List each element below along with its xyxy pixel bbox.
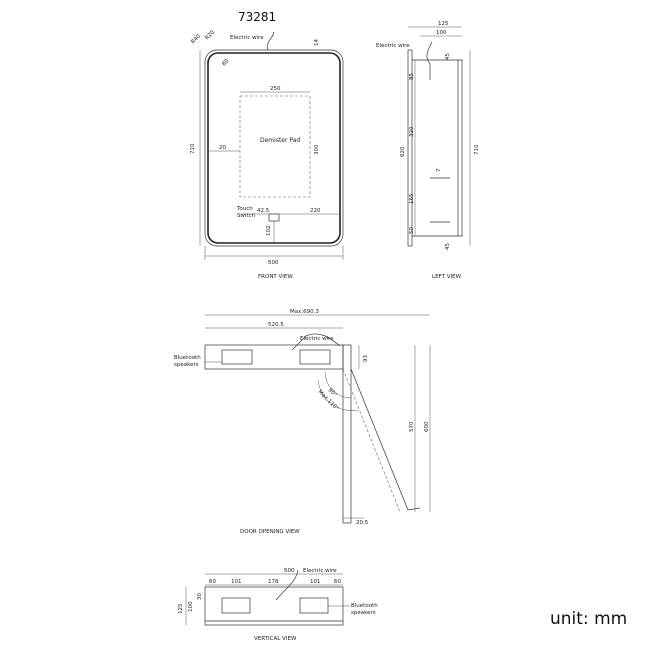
side-electric-wire (426, 41, 433, 80)
side-electric-wire-label: Electric wire (376, 43, 410, 49)
dim-v30: 30 (197, 593, 203, 600)
vertical-electric-wire-label: Electric wire (303, 568, 337, 574)
dim-93: 93 (363, 355, 369, 362)
dim-20-5: 20.5 (356, 520, 369, 526)
dim-max-690: Max.690.3 (290, 309, 319, 315)
vertical-view: Electric wire 500 60 101 178 101 60 30 1… (178, 568, 378, 642)
dim-side-45-bottom: 45 (445, 243, 451, 250)
dim-250: 250 (270, 86, 281, 92)
dim-side-320: 320 (409, 126, 415, 137)
dim-80: 80 (221, 58, 231, 68)
angle-90: 90° (327, 387, 338, 398)
side-back-panel (407, 49, 413, 247)
dim-520-5: 520.5 (268, 322, 284, 328)
mirror-led-frame (207, 52, 341, 244)
demister-pad-outline (239, 95, 311, 198)
dim-side-50: 50 (409, 227, 415, 234)
dim-v60a: 60 (209, 579, 216, 585)
vertical-view-caption: VERTICAL VIEW (254, 636, 297, 642)
door-bluetooth-label-2: speakers (174, 362, 199, 368)
dim-side-710: 710 (474, 144, 480, 155)
side-body (412, 59, 463, 237)
dim-14: 14 (314, 39, 320, 46)
front-view-caption: FRONT VIEW (258, 274, 293, 280)
product-code: 73281 (238, 10, 276, 24)
dim-r20: R20 (204, 29, 216, 41)
unit-label: unit: mm (550, 609, 627, 629)
dim-570: 570 (409, 421, 415, 432)
vertical-speaker-left (221, 597, 251, 614)
dim-side-45-top: 45 (445, 53, 451, 60)
dim-v125: 125 (178, 603, 184, 614)
bluetooth-speaker-right (299, 349, 331, 365)
door-bluetooth-label: Bluetooth (174, 355, 201, 361)
dim-side-165: 165 (409, 193, 415, 204)
vertical-bluetooth-label: Bluetooth (351, 603, 378, 609)
left-view-caption: LEFT VIEW (432, 274, 462, 280)
electric-wire-label: Electric wire (230, 35, 264, 41)
dim-side-125: 125 (438, 21, 449, 27)
open-door-panel (342, 344, 352, 524)
dim-side-85: 85 (409, 73, 415, 80)
touch-switch-icon (268, 213, 280, 222)
front-view: Electric wire Demister Pad Touch Switch … (190, 29, 344, 280)
dim-v101a: 101 (231, 579, 242, 585)
touch-switch-label-2: Switch (237, 213, 256, 219)
mirror-outer (204, 49, 344, 247)
door-electric-wire-label: Electric wire (300, 336, 334, 342)
dim-v178: 178 (268, 579, 279, 585)
vertical-body (204, 586, 344, 626)
door-view-caption: DOOR OPENING VIEW (240, 529, 300, 535)
dim-v500: 500 (284, 568, 295, 574)
door-electric-wire (291, 333, 341, 351)
door-swing-line (350, 368, 421, 511)
left-view: Electric wire 125 100 45 85 320 620 7 16… (376, 21, 480, 280)
dim-v100: 100 (188, 601, 194, 612)
dim-220: 220 (310, 208, 321, 214)
dim-side-7: 7 (436, 168, 442, 172)
dim-20: 20 (219, 145, 226, 151)
dim-710: 710 (190, 143, 196, 154)
dim-side-100: 100 (436, 30, 447, 36)
angle-arc-110 (317, 379, 359, 411)
bluetooth-speaker-left (221, 349, 253, 365)
dim-600: 600 (424, 421, 430, 432)
door-swing-dashed (342, 368, 401, 513)
electric-wire-line (267, 31, 275, 51)
dim-500: 500 (268, 260, 279, 266)
dim-42-5: 42.5 (257, 208, 270, 214)
dim-r40: R40 (190, 33, 202, 45)
dim-side-620: 620 (400, 146, 406, 157)
door-opening-view: Electric wire 90° Max.110° Bluetooth spe… (174, 309, 431, 535)
touch-switch-label: Touch (236, 206, 253, 212)
dim-300: 300 (314, 144, 320, 155)
demister-pad-label: Demister Pad (260, 137, 300, 144)
angle-arc-90 (324, 371, 352, 399)
dim-102: 102 (266, 226, 272, 237)
cabinet-body-top (204, 344, 344, 370)
vertical-speaker-right (299, 597, 329, 614)
vertical-bluetooth-label-2: speakers (351, 610, 376, 616)
dim-v60b: 60 (334, 579, 341, 585)
dim-v101b: 101 (310, 579, 321, 585)
